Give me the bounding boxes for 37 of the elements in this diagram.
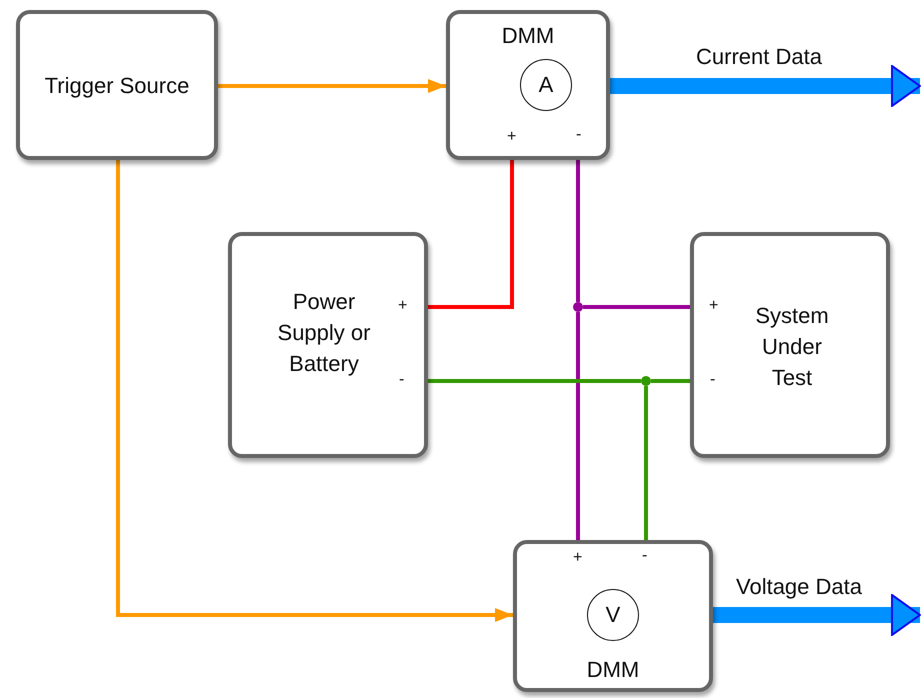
data-arrow xyxy=(713,594,921,636)
edge-label: Current Data xyxy=(696,44,822,70)
node-text: Trigger Source xyxy=(44,72,190,100)
wire xyxy=(644,386,648,540)
wire xyxy=(583,305,690,309)
pin-label: + xyxy=(507,128,516,146)
wire xyxy=(576,160,580,302)
node-text: Power Supply or Battery xyxy=(276,288,372,378)
pin-label: - xyxy=(642,547,648,565)
block-box xyxy=(690,232,890,458)
pin-label: + xyxy=(709,297,718,315)
block-box xyxy=(16,10,218,160)
wire xyxy=(651,379,690,383)
node-text: System Under Test xyxy=(754,302,830,392)
block-box xyxy=(513,540,713,692)
pin-label: - xyxy=(710,371,716,389)
node-text: V xyxy=(606,602,620,628)
pin-label: + xyxy=(398,297,408,315)
arrow xyxy=(116,160,513,622)
block-box xyxy=(228,232,428,458)
node-text: DMM xyxy=(586,656,640,684)
meter-circle xyxy=(520,59,572,111)
node-text: DMM xyxy=(500,22,556,50)
arrow xyxy=(218,79,446,93)
junction-dot xyxy=(641,376,651,386)
junction-dot xyxy=(573,302,583,312)
pin-label: + xyxy=(573,549,582,567)
edge-label: Voltage Data xyxy=(736,574,862,600)
node-text: A xyxy=(538,72,554,98)
wire xyxy=(428,379,641,383)
pin-label: - xyxy=(399,371,404,389)
wire xyxy=(428,160,514,309)
pin-label: - xyxy=(576,126,582,144)
block-box xyxy=(446,10,610,160)
data-arrow xyxy=(610,65,921,107)
meter-circle xyxy=(587,589,639,641)
wire xyxy=(576,312,580,540)
